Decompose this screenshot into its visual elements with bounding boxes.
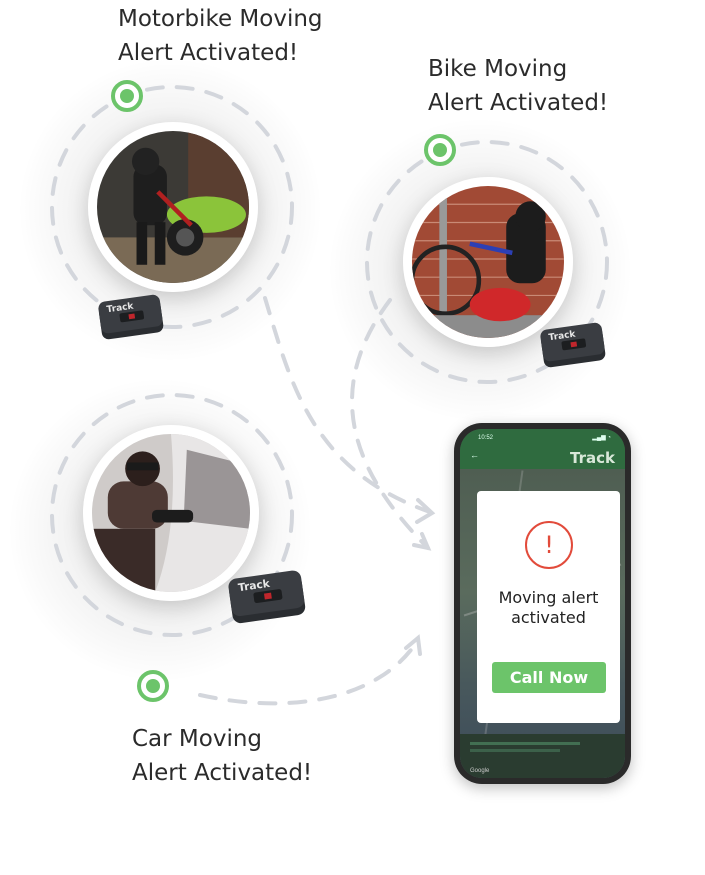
dashed-ring-bike [365,140,609,384]
photo-car-theft [83,425,259,601]
phone-mockup: 10:52 ▂▄▆ ◔ ← Track Google ! Moving aler… [454,423,631,784]
device-brand-text: Track [106,301,135,315]
caption-bike: Bike Moving Alert Activated! [428,56,609,116]
marker-bike [424,134,456,166]
tracker-device-motorbike: Track [95,292,166,345]
connector-car [198,638,420,706]
phone-screen: 10:52 ▂▄▆ ◔ ← Track Google ! Moving aler… [460,429,625,778]
device-brand-text: Track [548,329,577,343]
arrowhead-car [404,634,422,656]
map-footer: Google [460,734,625,778]
photo-bike-theft [403,177,573,347]
status-time: 10:52 [478,435,494,441]
connector-bike [350,298,430,550]
call-now-button[interactable]: Call Now [492,662,606,693]
moving-alert-dialog: ! Moving alert activated Call Now [477,491,620,723]
dashed-ring-car [50,393,294,637]
photo-motorbike-theft [88,122,258,292]
caption-motorbike: Motorbike Moving Alert Activated! [118,6,323,66]
connector-motorbike [263,296,432,514]
alert-warning-icon: ! [525,521,573,569]
dashed-ring-motorbike [50,85,294,329]
status-bar: 10:52 ▂▄▆ ◔ [460,429,625,447]
signal-icon: ▂▄▆ ◔ [592,435,611,441]
app-logo: Track [570,449,615,467]
marker-car [137,670,169,702]
marker-motorbike [111,80,143,112]
app-header: ← Track [460,447,625,469]
arrowhead-motorbike [415,498,436,524]
device-brand-text: Track [237,577,271,594]
caption-car: Car Moving Alert Activated! [132,726,313,786]
back-arrow-icon[interactable]: ← [470,450,479,460]
arrowhead-bike [412,532,432,551]
alert-message: Moving alert activated [498,588,599,627]
tracker-device-bike: Track [537,320,608,373]
tracker-device-car: Track [225,567,309,629]
map-attribution: Google [470,768,490,774]
